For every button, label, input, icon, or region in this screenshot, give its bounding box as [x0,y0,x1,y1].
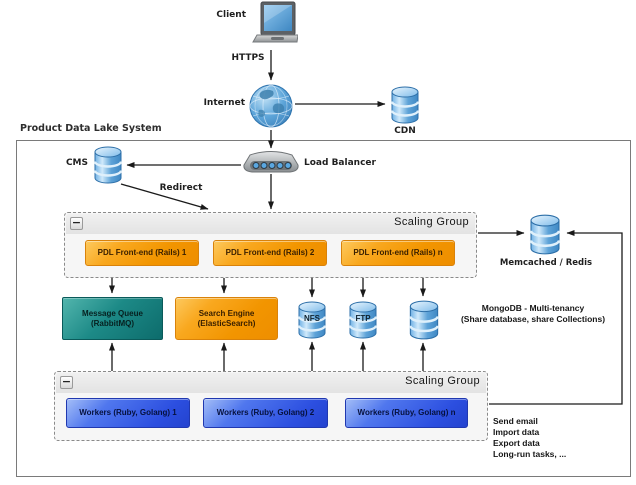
nfs-label: NFS [304,314,320,323]
worker-node: Workers (Ruby, Golang) 2 [203,398,328,428]
memcached-database-icon [527,213,563,256]
cdn-label: CDN [394,126,416,136]
worker-node: Workers (Ruby, Golang) n [345,398,468,428]
message-queue-node: Message Queue (RabbitMQ) [62,297,163,340]
memcached-label: Memcached / Redis [499,258,593,268]
laptop-icon [246,1,298,50]
cms-database-icon [92,145,124,185]
https-label: HTTPS [231,53,265,63]
frontend-group-header [66,214,475,234]
collapse-icon[interactable]: − [60,375,73,389]
redirect-label: Redirect [159,183,203,193]
system-title: Product Data Lake System [20,123,162,134]
frontend-group-label: Scaling Group [394,216,469,228]
frontend-node: PDL Front-end (Rails) 1 [85,240,199,266]
load-balancer-label: Load Balancer [304,158,376,168]
nfs-database-icon: NFS [296,300,328,340]
worker-group-header [56,373,486,393]
mongodb-note: MongoDB - Multi-tenancy (Share database,… [460,303,606,324]
search-engine-node: Search Engine (ElasticSearch) [175,297,278,340]
worker-group-label: Scaling Group [405,375,480,387]
ftp-label: FTP [355,314,371,323]
frontend-node: PDL Front-end (Rails) n [341,240,455,266]
client-label: Client [216,10,246,20]
worker-node: Workers (Ruby, Golang) 1 [66,398,190,428]
internet-label: Internet [203,98,245,108]
worker-tasks-note: Send email Import data Export data Long-… [493,416,567,459]
load-balancer-icon [242,151,300,174]
cms-label: CMS [65,158,88,168]
internet-globe-icon [249,82,294,130]
frontend-node: PDL Front-end (Rails) 2 [213,240,327,266]
cdn-database-icon [389,85,421,125]
ftp-database-icon: FTP [347,300,379,340]
system-boundary-box [16,140,631,477]
mongodb-database-icon [407,299,441,341]
collapse-icon[interactable]: − [70,216,83,230]
